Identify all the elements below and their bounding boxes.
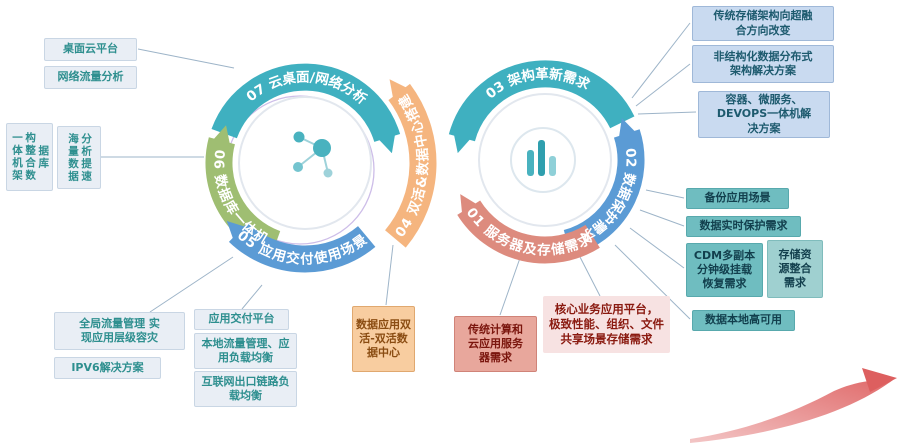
ring-segment-07 bbox=[211, 63, 401, 154]
callout-container-devops: 容器、微服务、 DEVOPS一体机解 决方案 bbox=[698, 91, 830, 138]
connector-line bbox=[631, 22, 691, 99]
connector-line bbox=[637, 111, 697, 115]
callout-massive-data-analysis: 海量数据分析提速 bbox=[57, 126, 101, 189]
callout-traditional-compute: 传统计算和 云应用服务 器需求 bbox=[454, 316, 537, 372]
connector-line bbox=[241, 284, 263, 310]
right-ring: 03 架构革新需求 02 数据保护需求 01 服务器及存储需求 bbox=[448, 60, 645, 264]
connector-line bbox=[645, 189, 685, 199]
callout-backup-scenario: 备份应用场景 bbox=[686, 188, 789, 209]
callout-internet-link: 互联网出口链路负 载均衡 bbox=[194, 371, 297, 407]
connector-line bbox=[137, 48, 235, 69]
callout-appliance-architecture: 一体机架构整合数据库 bbox=[6, 123, 53, 191]
callout-realtime-protection: 数据实时保护需求 bbox=[686, 216, 801, 237]
swoosh-arrow-icon bbox=[862, 368, 897, 392]
left-ring: 07 云桌面/网络分析 06 数据库一体机 05 应用交付使用场景 04 双活&… bbox=[205, 63, 437, 273]
connector-line bbox=[149, 256, 234, 313]
callout-ipv6-solution: IPV6解决方案 bbox=[54, 357, 161, 379]
connector-line bbox=[614, 244, 691, 320]
connector-line bbox=[385, 244, 394, 306]
callout-network-traffic: 网络流量分析 bbox=[44, 66, 137, 89]
ring-segment-01 bbox=[457, 194, 600, 264]
bar-chart-icon bbox=[510, 127, 576, 193]
callout-storage-consolidation: 存储资 源整合 需求 bbox=[767, 240, 823, 298]
callout-core-business: 核心业务应用平台， 极致性能、组织、文件 共享场景存储需求 bbox=[543, 296, 670, 353]
red-swoosh bbox=[690, 368, 897, 443]
left-inner-circle bbox=[238, 96, 372, 230]
callout-unstructured-data: 非结构化数据分布式 架构解决方案 bbox=[692, 45, 834, 83]
callout-local-high-availability: 数据本地高可用 bbox=[692, 310, 795, 331]
connector-line bbox=[629, 227, 685, 269]
connector-line bbox=[635, 63, 691, 107]
connector-line bbox=[579, 256, 601, 297]
molecule-icon bbox=[293, 131, 333, 178]
ring-segment-04 bbox=[384, 79, 437, 248]
callout-dual-active-dc: 数据应用双 活-双活数 据中心 bbox=[352, 306, 415, 372]
ring-segment-05 bbox=[226, 221, 376, 273]
ring-segment-03 bbox=[448, 60, 635, 154]
callout-hyperconverged: 传统存储架构向超融 合方向改变 bbox=[692, 6, 834, 41]
connector-lines bbox=[100, 22, 697, 320]
callout-local-traffic: 本地流量管理、应 用负载均衡 bbox=[194, 333, 297, 369]
connector-line bbox=[639, 209, 685, 227]
callout-desktop-cloud: 桌面云平台 bbox=[44, 38, 137, 61]
callout-app-delivery: 应用交付平台 bbox=[194, 309, 289, 330]
callout-global-traffic: 全局流量管理 实 现应用层级容灾 bbox=[54, 312, 185, 350]
connector-line bbox=[499, 257, 521, 316]
callout-cdm-copies: CDM多副本 分钟级挂载 恢复需求 bbox=[686, 243, 763, 297]
